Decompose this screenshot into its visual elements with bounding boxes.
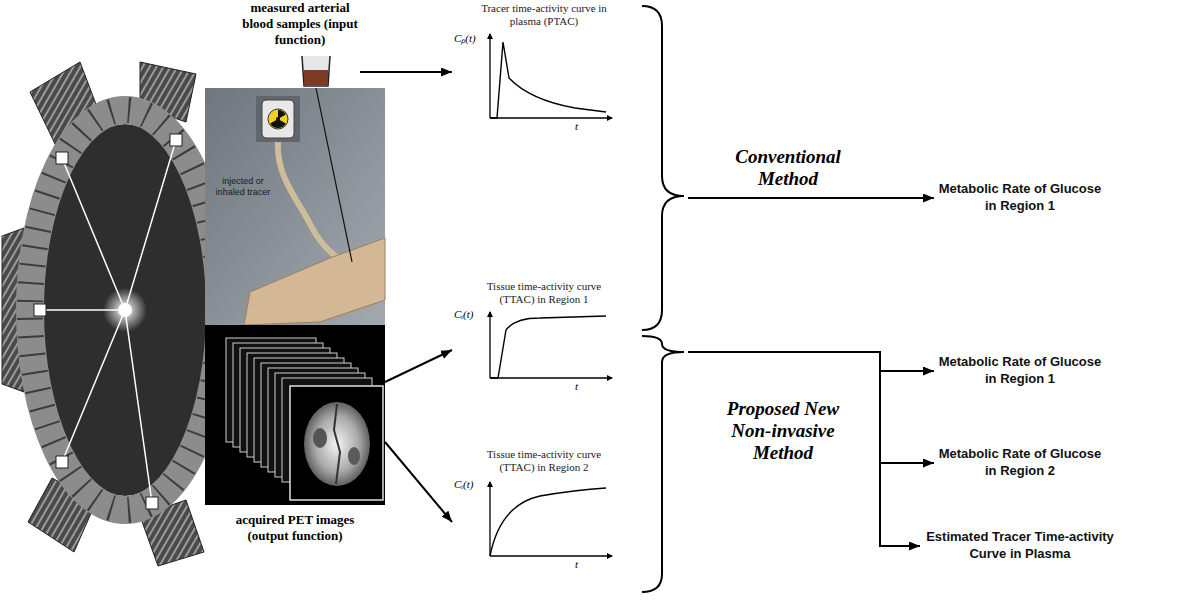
x-axis (490, 377, 612, 378)
axis-label: t (575, 120, 578, 133)
ptac-curve (490, 42, 606, 118)
ttac-plot: Tissue time-activity curve (TTAC) in Reg… (452, 448, 637, 573)
y-axis (489, 312, 490, 378)
radiation-symbol (268, 109, 288, 129)
coincidence-lines (40, 140, 176, 503)
image-panel (205, 325, 385, 505)
detector-mark (56, 456, 68, 468)
ttac-curve (490, 316, 606, 378)
tracer-tube (278, 142, 348, 264)
blood-sample (304, 70, 328, 85)
axis-label: Cᵢ(t) (454, 478, 473, 491)
coincidence-line (62, 310, 125, 462)
connector-arrow (688, 352, 920, 546)
brain-region (348, 447, 360, 465)
illustration-label: injected or inhaled tracer (212, 176, 274, 198)
brain-fissure (334, 404, 340, 484)
bag-frame (256, 96, 300, 142)
output-node: Estimated Tracer Time-activity Curve in … (920, 528, 1120, 564)
output-label: Metabolic Rate of Glucose in Region 1 (934, 353, 1106, 387)
output-label: Metabolic Rate of Glucose in Region 2 (934, 445, 1106, 479)
coincidence-line (125, 140, 176, 310)
detector-blocks (30, 110, 220, 510)
tracer-bag (262, 100, 294, 138)
detector-mark (56, 152, 68, 164)
x-axis (490, 555, 612, 556)
plot-title: Tissue time-activity curve (TTAC) in Reg… (474, 448, 614, 474)
y-axis (489, 482, 490, 556)
axis-label: Cₚ(t) (454, 32, 476, 45)
output-node: Metabolic Rate of Glucose in Region 2 (934, 445, 1106, 481)
output-label: Metabolic Rate of Glucose in Region 1 (934, 180, 1106, 214)
connector-arrow (385, 442, 452, 522)
curly-brace (642, 6, 684, 330)
curly-brace (642, 336, 684, 592)
y-axis (489, 34, 490, 118)
output-label: Estimated Tracer Time-activity Curve in … (920, 528, 1120, 562)
patient-arm (244, 238, 385, 325)
brain-region (313, 428, 327, 448)
blood-beaker (302, 56, 330, 86)
connector-arrow (688, 352, 934, 371)
plot-title: Tracer time-activity curve in plasma (PT… (474, 2, 614, 28)
method-label: Proposed New Non-invasive Method (708, 398, 858, 464)
injection-panel (205, 88, 385, 325)
annihilation-glow (103, 288, 147, 332)
coincidence-line (62, 158, 125, 310)
axis-label: t (575, 380, 578, 393)
detector-mark (34, 304, 46, 316)
ttac-curve (490, 488, 606, 556)
detector-marks (34, 134, 182, 509)
detector-mark (146, 497, 158, 509)
scanner-ring (30, 110, 220, 510)
axis-label: Cᵢ(t) (454, 308, 473, 321)
pet-image-stack (205, 325, 385, 505)
method-label: Conventional Method (713, 146, 863, 190)
output-node: Metabolic Rate of Glucose in Region 1 (934, 180, 1106, 216)
detector-ring (30, 110, 220, 510)
x-axis (490, 117, 612, 118)
coincidence-line (125, 310, 152, 503)
input-label: measured arterial blood samples (input f… (240, 0, 360, 48)
pet-label: acquired PET images (output function) (232, 512, 358, 544)
panel-ground (205, 88, 385, 325)
detector-mark (170, 134, 182, 146)
beaker-glass (302, 56, 330, 86)
brain-scan (304, 402, 370, 486)
method-label-node: Proposed New Non-invasive Method (688, 340, 878, 466)
input-label-node: measured arterial blood samples (input f… (240, 0, 360, 92)
method-label-node: Conventional Method (688, 146, 888, 192)
output-node: Metabolic Rate of Glucose in Region 1 (934, 353, 1106, 389)
plot-title: Tissue time-activity curve (TTAC) in Reg… (474, 280, 614, 306)
trefoil-core (276, 117, 280, 121)
connector-arrow (688, 352, 934, 463)
connector-arrow (360, 71, 452, 73)
pet-label-node: acquired PET images (output function) (205, 322, 385, 566)
annihilation-point (118, 303, 132, 317)
radiation-trefoil (270, 110, 286, 128)
connector-arrow (688, 197, 934, 199)
axis-label: t (575, 558, 578, 571)
front-frame (290, 386, 383, 500)
ttac-plot: Tissue time-activity curve (TTAC) in Reg… (452, 280, 637, 396)
connector-arrow (385, 350, 452, 382)
ptac-plot: Tracer time-activity curve in plasma (PT… (452, 2, 637, 136)
braces (642, 6, 684, 592)
sampling-line (316, 88, 352, 262)
